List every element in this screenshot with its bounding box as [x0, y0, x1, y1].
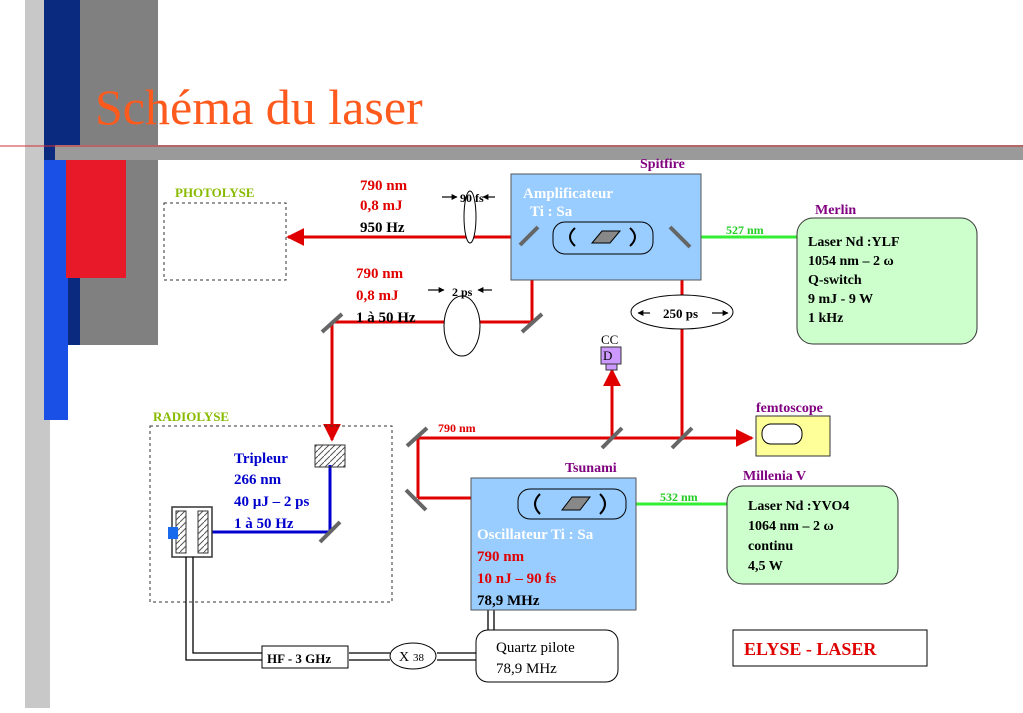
ccd-label-1: CC	[601, 332, 618, 347]
merlin-label: Merlin	[815, 203, 856, 218]
output1-energy: 0,8 mJ	[360, 198, 403, 214]
mirror	[320, 312, 344, 334]
merlin-spec: 1 kHz	[808, 311, 843, 326]
tripleur-spec: 266 nm	[234, 472, 282, 488]
femtoscope-label: femtoscope	[756, 401, 823, 416]
tripleur-spec: Tripleur	[234, 451, 288, 467]
delay-250ps	[630, 294, 734, 330]
label-90fs: 90 fs	[460, 191, 484, 205]
merlin-box	[796, 217, 978, 345]
millenia-spec: Laser Nd :YVO4	[748, 499, 849, 514]
hf-label: HF - 3 GHz	[267, 651, 331, 666]
photocathode-gun	[168, 506, 213, 558]
output1-wl: 790 nm	[360, 178, 408, 194]
cavity-mirror-right	[629, 227, 636, 247]
rf-waveguide	[185, 557, 495, 661]
elyse-box	[732, 629, 928, 667]
cavity-mirror-right	[599, 493, 606, 515]
lens-90fs	[463, 190, 477, 244]
photolyse-label: PHOTOLYSE	[175, 185, 254, 200]
ccd-base	[605, 363, 618, 371]
cavity-mirror-left	[569, 227, 576, 247]
elyse-label: ELYSE - LASER	[744, 639, 877, 659]
oscillator-energy: 10 nJ – 90 fs	[477, 571, 556, 587]
ccd-label-2: D	[603, 348, 612, 363]
merlin-spec: Q-switch	[808, 273, 862, 288]
lens-2ps	[443, 295, 481, 357]
beam-532-label: 532 nm	[660, 490, 698, 504]
millenia-spec: 1064 nm – 2 ω	[748, 519, 834, 534]
label-2ps: 2 ps	[452, 285, 473, 299]
femtoscope-screen	[761, 423, 803, 445]
oscillator-name: Oscillateur Ti : Sa	[477, 527, 594, 543]
quartz-label-2: 78,9 MHz	[496, 661, 557, 677]
output2-rate: 1 à 50 Hz	[356, 310, 416, 326]
amplifier-box	[510, 173, 702, 281]
output2-wl: 790 nm	[356, 266, 404, 282]
merlin-spec: 1054 nm – 2 ω	[808, 254, 894, 269]
output2-energy: 0,8 mJ	[356, 288, 399, 304]
millenia-spec: continu	[748, 539, 793, 554]
oscillator-wl: 790 nm	[477, 549, 525, 565]
multiplier-x38	[389, 642, 437, 670]
cavity-mirror-left	[534, 493, 541, 515]
tripler-crystal	[314, 444, 346, 468]
tripleur-spec: 40 µJ – 2 ps	[234, 494, 309, 510]
mirror	[670, 426, 694, 450]
hf-box	[261, 645, 349, 669]
page-title: Schéma du laser	[95, 79, 423, 135]
merlin-spec: Laser Nd :YLF	[808, 235, 900, 250]
oscillator-cavity	[517, 488, 627, 520]
mirror	[404, 488, 428, 512]
x38-label: X	[399, 650, 409, 665]
quartz-label-1: Quartz pilote	[496, 640, 575, 656]
mirror	[405, 426, 429, 448]
label-250ps: 250 ps	[663, 306, 698, 321]
radiolyse-box	[149, 425, 393, 603]
tripleur-spec: 1 à 50 Hz	[234, 516, 294, 532]
mirror	[318, 520, 342, 544]
millenia-spec: 4,5 W	[748, 559, 783, 574]
oscillator-box	[470, 477, 637, 611]
beam-790-label: 790 nm	[438, 421, 476, 435]
amplifier-cavity	[552, 221, 654, 255]
mirror	[668, 225, 692, 249]
x38-label-n: 38	[413, 652, 425, 664]
photolyse-box	[163, 202, 287, 281]
mirror	[600, 426, 624, 450]
amplifier-label-2: Ti : Sa	[530, 204, 573, 220]
quartz-box	[475, 629, 619, 683]
tisa-crystal	[560, 496, 592, 511]
tisa-crystal	[590, 230, 622, 244]
output1-rate: 950 Hz	[360, 220, 405, 236]
radiolyse-label: RADIOLYSE	[153, 409, 229, 424]
amplifier-label-1: Amplificateur	[523, 186, 613, 202]
spitfire-label: Spitfire	[640, 157, 685, 172]
mirror	[520, 312, 544, 334]
beam-527-label: 527 nm	[726, 223, 764, 237]
millenia-label: Millenia V	[743, 469, 806, 484]
merlin-spec: 9 mJ - 9 W	[808, 292, 873, 307]
oscillator-rate: 78,9 MHz	[477, 593, 540, 609]
millenia-box	[726, 485, 899, 585]
tsunami-label: Tsunami	[565, 461, 617, 476]
mirror	[518, 225, 540, 247]
